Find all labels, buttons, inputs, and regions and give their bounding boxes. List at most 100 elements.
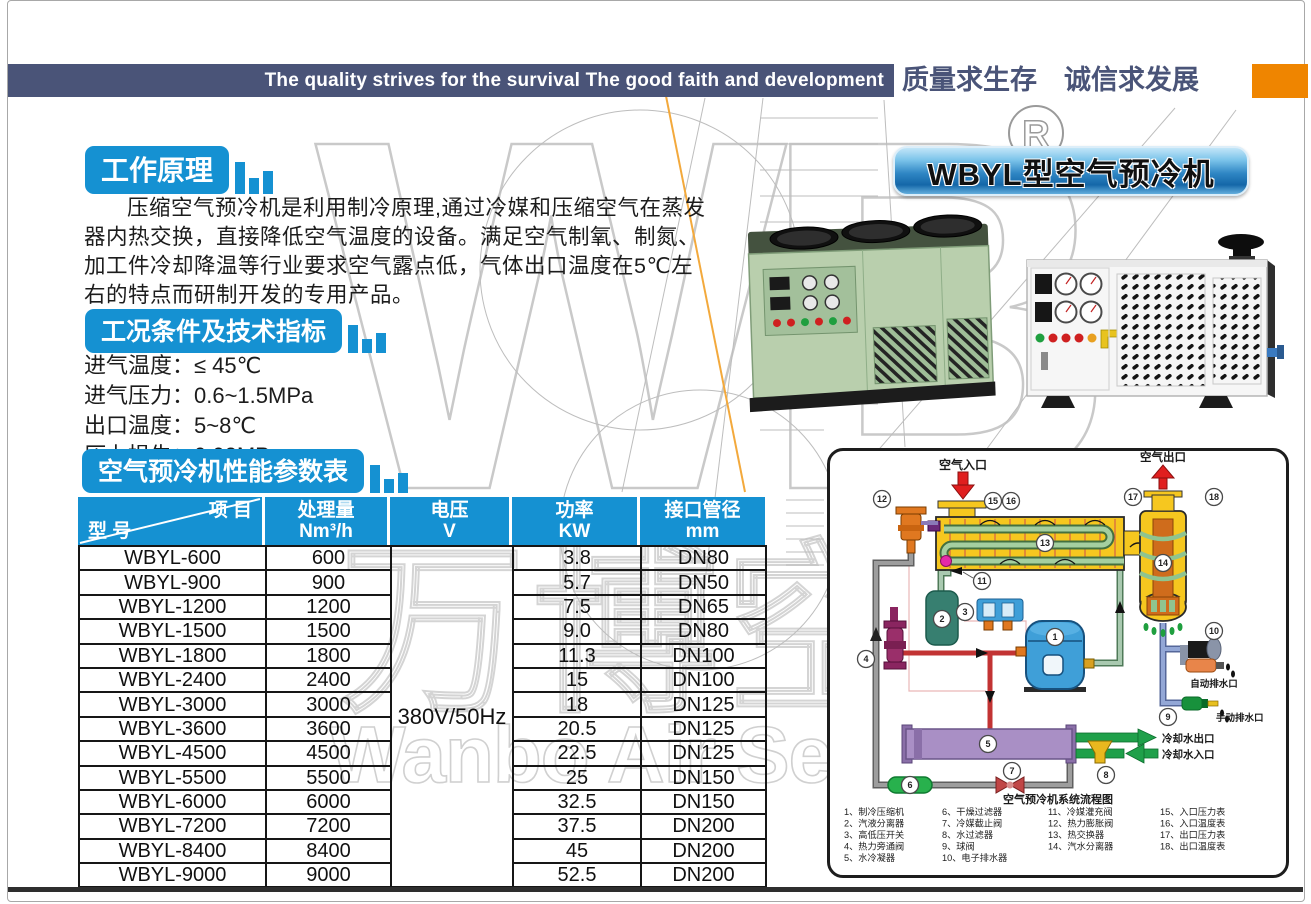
water-filter: [1087, 740, 1113, 764]
capacity-cell: 1200: [265, 593, 392, 621]
top-fan: [1218, 234, 1264, 250]
capacity-header: 处理量 Nm³/h: [265, 497, 390, 545]
svg-text:10: 10: [1209, 626, 1219, 636]
corner-model-label: 型 号: [88, 521, 132, 542]
capacity-header-l2: Nm³/h: [299, 521, 353, 542]
bypass-valve: [883, 607, 907, 670]
svg-text:1、制冷压缩机: 1、制冷压缩机: [844, 806, 904, 817]
pipe-cell: DN125: [640, 691, 767, 718]
svg-text:10、电子排水器: 10、电子排水器: [942, 852, 1007, 863]
svg-text:11、冷媒灌充阀: 11、冷媒灌充阀: [1048, 806, 1113, 817]
inlet-neck: [948, 507, 976, 518]
power-header: 功率 KW: [512, 497, 640, 545]
svg-text:16、入口温度表: 16、入口温度表: [1160, 818, 1225, 829]
power-cell: 45: [512, 837, 642, 865]
svg-text:9: 9: [1165, 712, 1170, 722]
pipe-cell: DN50: [640, 569, 767, 596]
capacity-cell: 5500: [265, 764, 392, 791]
svg-text:14: 14: [1158, 558, 1168, 568]
pipe-header-l1: 接口管径: [664, 500, 741, 521]
model-cell: WBYL-2400: [78, 666, 267, 694]
cooling-water-out: [1075, 728, 1157, 747]
ball-valve: [1181, 696, 1229, 723]
manual-drain-label: 手动排水口: [1216, 712, 1264, 724]
vent-panel: [1212, 277, 1262, 385]
capacity-cell: 900: [265, 569, 392, 596]
green-cooler-photo: [747, 214, 996, 413]
svg-text:15: 15: [988, 496, 998, 506]
svg-text:3、高低压开关: 3、高低压开关: [844, 829, 904, 840]
pipe-cell: DN150: [640, 764, 767, 791]
vent-grille: [872, 325, 938, 385]
voltage-merged-cell: 380V/50Hz: [390, 544, 514, 889]
svg-text:6: 6: [907, 780, 912, 790]
coil-outlet-fitting: [940, 555, 952, 567]
spec-outlet-temp: 出口温度：5~8℃: [84, 413, 257, 438]
power-header-l1: 功率: [555, 500, 594, 521]
pipe-header: 接口管径 mm: [640, 497, 765, 545]
flow-diagram: 空气入口: [844, 450, 1264, 863]
banner-english-text: The quality strives for the survival The…: [264, 70, 884, 91]
power-cell: 20.5: [512, 715, 642, 743]
svg-text:6、干燥过滤器: 6、干燥过滤器: [942, 806, 1002, 817]
pipe-cell: DN80: [640, 618, 767, 645]
moisture-separator: [1138, 510, 1188, 637]
conditions-title: 工况条件及技术指标: [85, 309, 343, 353]
vent-grille: [946, 317, 990, 380]
power-cell: 3.8: [512, 544, 642, 572]
power-cell: 9.0: [512, 618, 642, 645]
model-cell: WBYL-6000: [78, 788, 267, 816]
charging-valve: [950, 567, 962, 575]
corner-header-cell: 项 目 型 号: [78, 497, 265, 545]
power-cell: 32.5: [512, 788, 642, 816]
svg-text:8、水过滤器: 8、水过滤器: [942, 829, 993, 840]
model-cell: WBYL-7200: [78, 813, 267, 840]
spec-inlet-temp: 进气温度：≤ 45℃: [84, 353, 262, 378]
capacity-cell: 600: [265, 544, 392, 572]
power-cell: 7.5: [512, 593, 642, 621]
red-pipes: [903, 648, 1018, 729]
model-cell: WBYL-4500: [78, 740, 267, 767]
svg-text:1: 1: [1052, 632, 1057, 642]
pipe-cell: DN125: [640, 740, 767, 767]
pipe-cell: DN65: [640, 593, 767, 621]
pipe-header-l2: mm: [685, 521, 720, 542]
power-cell: 25: [512, 764, 642, 791]
voltage-header-l1: 电压: [430, 500, 469, 521]
air-outlet-label: 空气出口: [1140, 451, 1186, 464]
banner-chinese-slogan: 质量求生存 诚信求发展: [902, 65, 1199, 95]
flow-diagram-panel: 空气入口: [827, 448, 1289, 878]
svg-text:16: 16: [1006, 496, 1016, 506]
model-cell: WBYL-3600: [78, 715, 267, 743]
svg-text:15、入口压力表: 15、入口压力表: [1160, 806, 1225, 817]
power-header-l2: KW: [558, 521, 591, 542]
capacity-cell: 8400: [265, 837, 392, 865]
pipe-cell: DN200: [640, 862, 767, 889]
capacity-cell: 4500: [265, 740, 392, 767]
voltage-header-l2: V: [443, 521, 456, 542]
capacity-cell: 1800: [265, 642, 392, 669]
power-cell: 52.5: [512, 862, 642, 889]
performance-table: WBYL-600 600 380V/50Hz 3.8 DN80 WBYL-900…: [78, 544, 767, 889]
product-photos: [747, 214, 1284, 413]
model-cell: WBYL-8400: [78, 837, 267, 865]
orange-diagonal-line: [665, 95, 746, 493]
working-principle-title: 工作原理: [85, 146, 230, 194]
corner-item-label: 项 目: [208, 500, 252, 521]
gray-pipe: [870, 553, 1074, 789]
cooling-water-in: [1075, 740, 1159, 764]
performance-table-header: 项 目 型 号 处理量 Nm³/h 电压 V 功率 KW 接口管径 mm: [78, 497, 765, 545]
svg-text:3: 3: [962, 607, 967, 617]
air-outlet-arrow-icon: [1150, 464, 1176, 490]
svg-text:5、水冷凝器: 5、水冷凝器: [844, 852, 895, 863]
